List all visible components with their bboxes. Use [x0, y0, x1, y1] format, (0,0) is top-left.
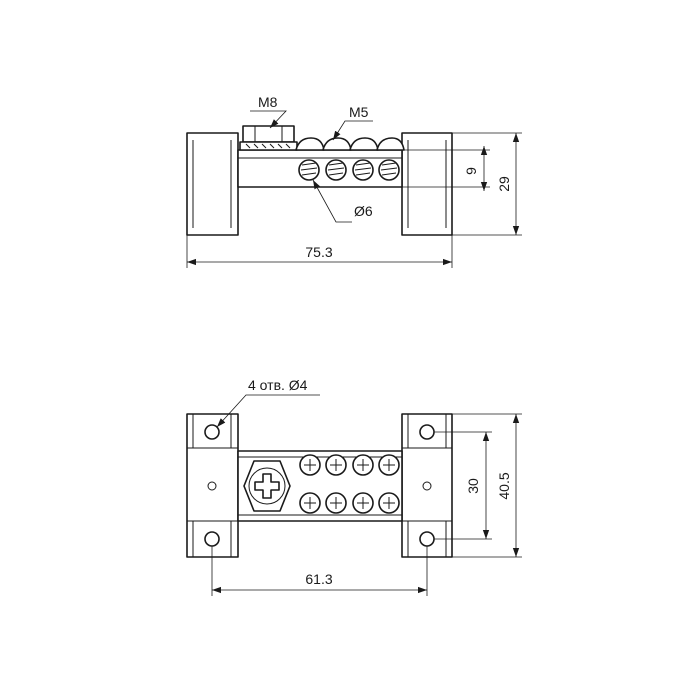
mount-hole-bl	[204, 531, 220, 547]
dim-30	[434, 431, 492, 540]
label-m8: M8	[258, 94, 278, 110]
bus-bar-body	[237, 149, 403, 188]
dim-30-label: 30	[465, 478, 481, 494]
label-m5: M5	[349, 104, 369, 120]
m5-screw-heads	[295, 137, 405, 151]
mount-hole-tl	[204, 424, 220, 440]
dim-29-label: 29	[496, 176, 512, 192]
label-d6: Ø6	[354, 203, 373, 219]
m8-nut-plan	[243, 460, 291, 512]
dim-75-3-label: 75.3	[305, 244, 332, 260]
right-foot	[401, 132, 453, 236]
dim-61-3	[211, 546, 428, 596]
dim-40-5-label: 40.5	[496, 472, 512, 499]
holes-leader	[216, 394, 320, 428]
dim-61-3-label: 61.3	[305, 571, 332, 587]
wire-holes-side	[298, 159, 400, 181]
dim-9-label: 9	[463, 167, 479, 175]
dim-40-5	[452, 413, 522, 558]
right-foot-plan	[401, 413, 453, 558]
m5-screws-plan	[299, 454, 400, 514]
dim-75-3	[186, 235, 453, 268]
left-foot-plan	[186, 413, 239, 558]
mount-hole-br	[419, 531, 435, 547]
label-holes: 4 отв. Ø4	[248, 377, 308, 393]
dim-9	[402, 146, 490, 191]
m8-nut	[239, 125, 298, 151]
side-view: M8 M5 Ø6 9 29 75.3	[186, 94, 522, 268]
mount-hole-tr	[419, 424, 435, 440]
plan-view: 4 отв. Ø4 30 40.5 61.3	[186, 377, 522, 596]
dim-29	[452, 132, 522, 236]
left-foot	[186, 132, 239, 236]
leaders-side	[250, 110, 373, 223]
